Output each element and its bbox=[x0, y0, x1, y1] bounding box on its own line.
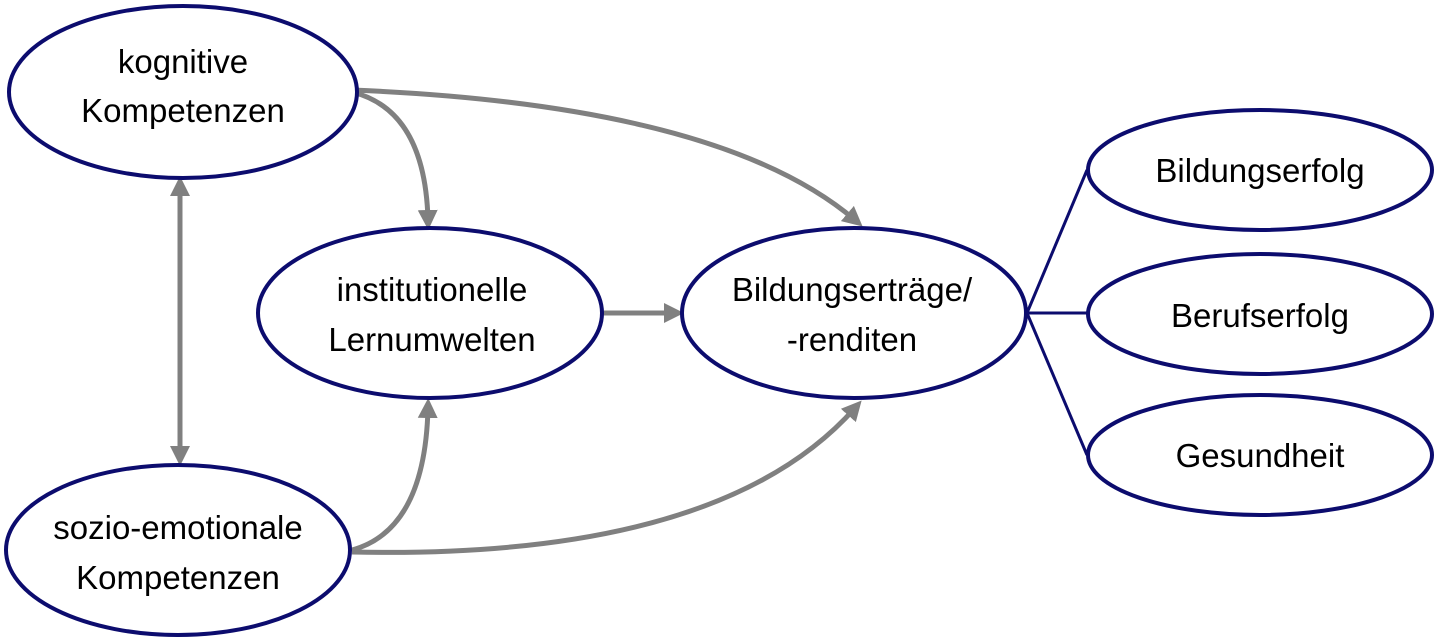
arrow-sozio-ertraege bbox=[351, 400, 862, 555]
node-label: Bildungserträge/ bbox=[732, 271, 973, 308]
node-label: Kompetenzen bbox=[76, 559, 280, 596]
node-gesundheit: Gesundheit bbox=[1086, 393, 1434, 517]
node-label: Berufserfolg bbox=[1171, 297, 1349, 334]
node-berufserfolg: Berufserfolg bbox=[1086, 252, 1434, 376]
line-to-bildungserfolg bbox=[1025, 169, 1089, 314]
line-to-gesundheit bbox=[1025, 312, 1089, 456]
node-institutionelle-lernumwelten: institutionelle Lernumwelten bbox=[256, 226, 604, 400]
node-kognitive-kompetenzen: kognitive Kompetenzen bbox=[7, 4, 359, 180]
arrows bbox=[170, 87, 863, 555]
node-label: Bildungserfolg bbox=[1155, 152, 1364, 189]
node-label: institutionelle bbox=[337, 271, 528, 308]
node-label: Lernumwelten bbox=[328, 321, 535, 358]
node-label: Kompetenzen bbox=[81, 92, 285, 129]
arrow-kognitive-ertraege bbox=[351, 87, 863, 227]
connector-lines bbox=[1025, 169, 1089, 456]
arrow-kognitive-institutionelle bbox=[351, 89, 438, 230]
node-label: kognitive bbox=[118, 43, 248, 80]
node-sozio-emotionale-kompetenzen: sozio-emotionale Kompetenzen bbox=[4, 463, 352, 637]
node-bildungsertraege: Bildungserträge/ -renditen bbox=[680, 226, 1028, 400]
node-bildungserfolg: Bildungserfolg bbox=[1086, 108, 1434, 232]
node-label: sozio-emotionale bbox=[53, 509, 302, 546]
arrow-sozio-institutionelle bbox=[351, 398, 438, 553]
node-label: -renditen bbox=[787, 321, 917, 358]
node-label: Gesundheit bbox=[1176, 437, 1345, 474]
